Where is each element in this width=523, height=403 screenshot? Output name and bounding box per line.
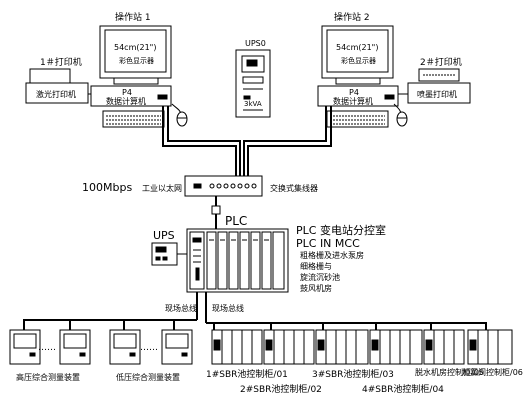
workstation-1-monitor-type: 彩色显示器 (119, 56, 154, 65)
high-voltage-dots: …… (38, 343, 56, 353)
low-voltage-meters: …… 低压综合测量装置 (109, 329, 193, 382)
ups50-title: UPS0 (245, 39, 266, 48)
workstation-2-monitor: 54cm(21") 彩色显示器 (321, 25, 394, 85)
sbr-cabinet-5: 脱水机房控制柜/05 (415, 329, 484, 377)
plc-location-3: 粗格栅及进水泵房 (300, 250, 364, 260)
field-bus-right-label: 现场总线 (212, 303, 244, 313)
sbr-cabinet-2: 2#SBR池控制柜/02 (240, 329, 322, 395)
workstation-2-monitor-size: 54cm(21") (336, 43, 378, 52)
low-voltage-label: 低压综合测量装置 (116, 372, 180, 382)
high-voltage-meters: …… 高压综合测量装置 (9, 329, 91, 382)
workstation-1-cpu-model: P4 (122, 88, 132, 97)
field-bus-left-label: 现场总线 (165, 303, 197, 313)
connector-icon (211, 205, 221, 215)
low-voltage-dots: …… (140, 343, 158, 353)
workstation-1-cpu-name: 数据计算机 (106, 96, 146, 106)
plc: PLC (186, 214, 289, 293)
workstation-1-monitor-size: 54cm(21") (114, 43, 156, 52)
workstation-1-mouse-icon (171, 103, 188, 127)
sbr-unit-6-label: 加氯间控制柜/06 (462, 367, 523, 377)
sbr-cabinet-1: 1#SBR池控制柜/01 (206, 329, 288, 380)
high-voltage-label: 高压综合测量装置 (16, 372, 80, 382)
workstation-2-monitor-type: 彩色显示器 (341, 56, 376, 65)
plc-ups: UPS (151, 229, 187, 266)
plc-location-list: PLC 变电站分控室 PLC IN MCC 粗格栅及进水泵房 细格栅与 旋流沉砂… (296, 223, 386, 293)
workstation-2-computer: P4 数据计算机 (317, 85, 399, 107)
printer-2-device: 喷墨打印机 (417, 89, 457, 99)
switch-label: 交换式集线器 (270, 183, 318, 193)
workstation-2-title: 操作站 2 (334, 11, 370, 23)
workstation-2-cpu-model: P4 (349, 88, 359, 97)
workstation-1-computer: P4 数据计算机 (90, 85, 172, 107)
ethernet-switch: 100Mbps 工业以太网 交换式集线器 (82, 175, 318, 197)
workstation-cables (162, 106, 332, 181)
sbr-unit-3-label: 3#SBR池控制柜/03 (312, 368, 394, 380)
printer-1-title: 1＃打印机 (40, 56, 82, 68)
printer-2-title: 2＃打印机 (420, 56, 462, 68)
ups50-label: 3kVA (244, 100, 262, 108)
printer-1: 1＃打印机 激光打印机 (25, 56, 89, 104)
sbr-cabinet-6: 加氯间控制柜/06 (462, 329, 523, 377)
workstation-2-mouse-icon (393, 103, 408, 127)
workstation-1-title: 操作站 1 (115, 11, 151, 23)
workstation-1-keyboard (102, 110, 165, 128)
network-type-label: 工业以太网 (142, 183, 182, 193)
ups50: UPS0 3kVA (235, 39, 271, 118)
plc-location-5: 旋流沉砂池 (300, 272, 340, 282)
workstation-2-cpu-name: 数据计算机 (333, 96, 373, 106)
printer-2: 2＃打印机 喷墨打印机 (407, 56, 471, 104)
field-bus-right: 现场总线 (205, 292, 487, 330)
sbr-unit-5-label: 脱水机房控制柜/05 (415, 367, 484, 377)
workstation-1-monitor: 54cm(21") 彩色显示器 (99, 25, 172, 85)
field-bus-left: 现场总线 (23, 292, 198, 330)
network-speed-label: 100Mbps (82, 181, 132, 194)
plc-location-6: 鼓风机房 (300, 283, 332, 293)
sbr-cabinet-4: 4#SBR池控制柜/04 (362, 329, 444, 395)
plc-location-4: 细格栅与 (300, 261, 332, 271)
plc-title: PLC (225, 214, 247, 228)
sbr-unit-1-label: 1#SBR池控制柜/01 (206, 368, 288, 380)
printer-1-device: 激光打印机 (36, 89, 76, 99)
plc-location-1: PLC 变电站分控室 (296, 223, 386, 237)
sbr-cabinet-3: 3#SBR池控制柜/03 (312, 329, 394, 380)
workstation-1: 操作站 1 54cm(21") 彩色显示器 P4 数据计算机 (90, 11, 188, 128)
sbr-unit-2-label: 2#SBR池控制柜/02 (240, 383, 322, 395)
workstation-2-keyboard (326, 110, 389, 128)
plc-location-2: PLC IN MCC (296, 237, 360, 250)
sbr-unit-4-label: 4#SBR池控制柜/04 (362, 383, 444, 395)
workstation-2: 操作站 2 54cm(21") 彩色显示器 P4 数据计算机 (317, 11, 408, 128)
plc-ups-label: UPS (153, 229, 175, 242)
